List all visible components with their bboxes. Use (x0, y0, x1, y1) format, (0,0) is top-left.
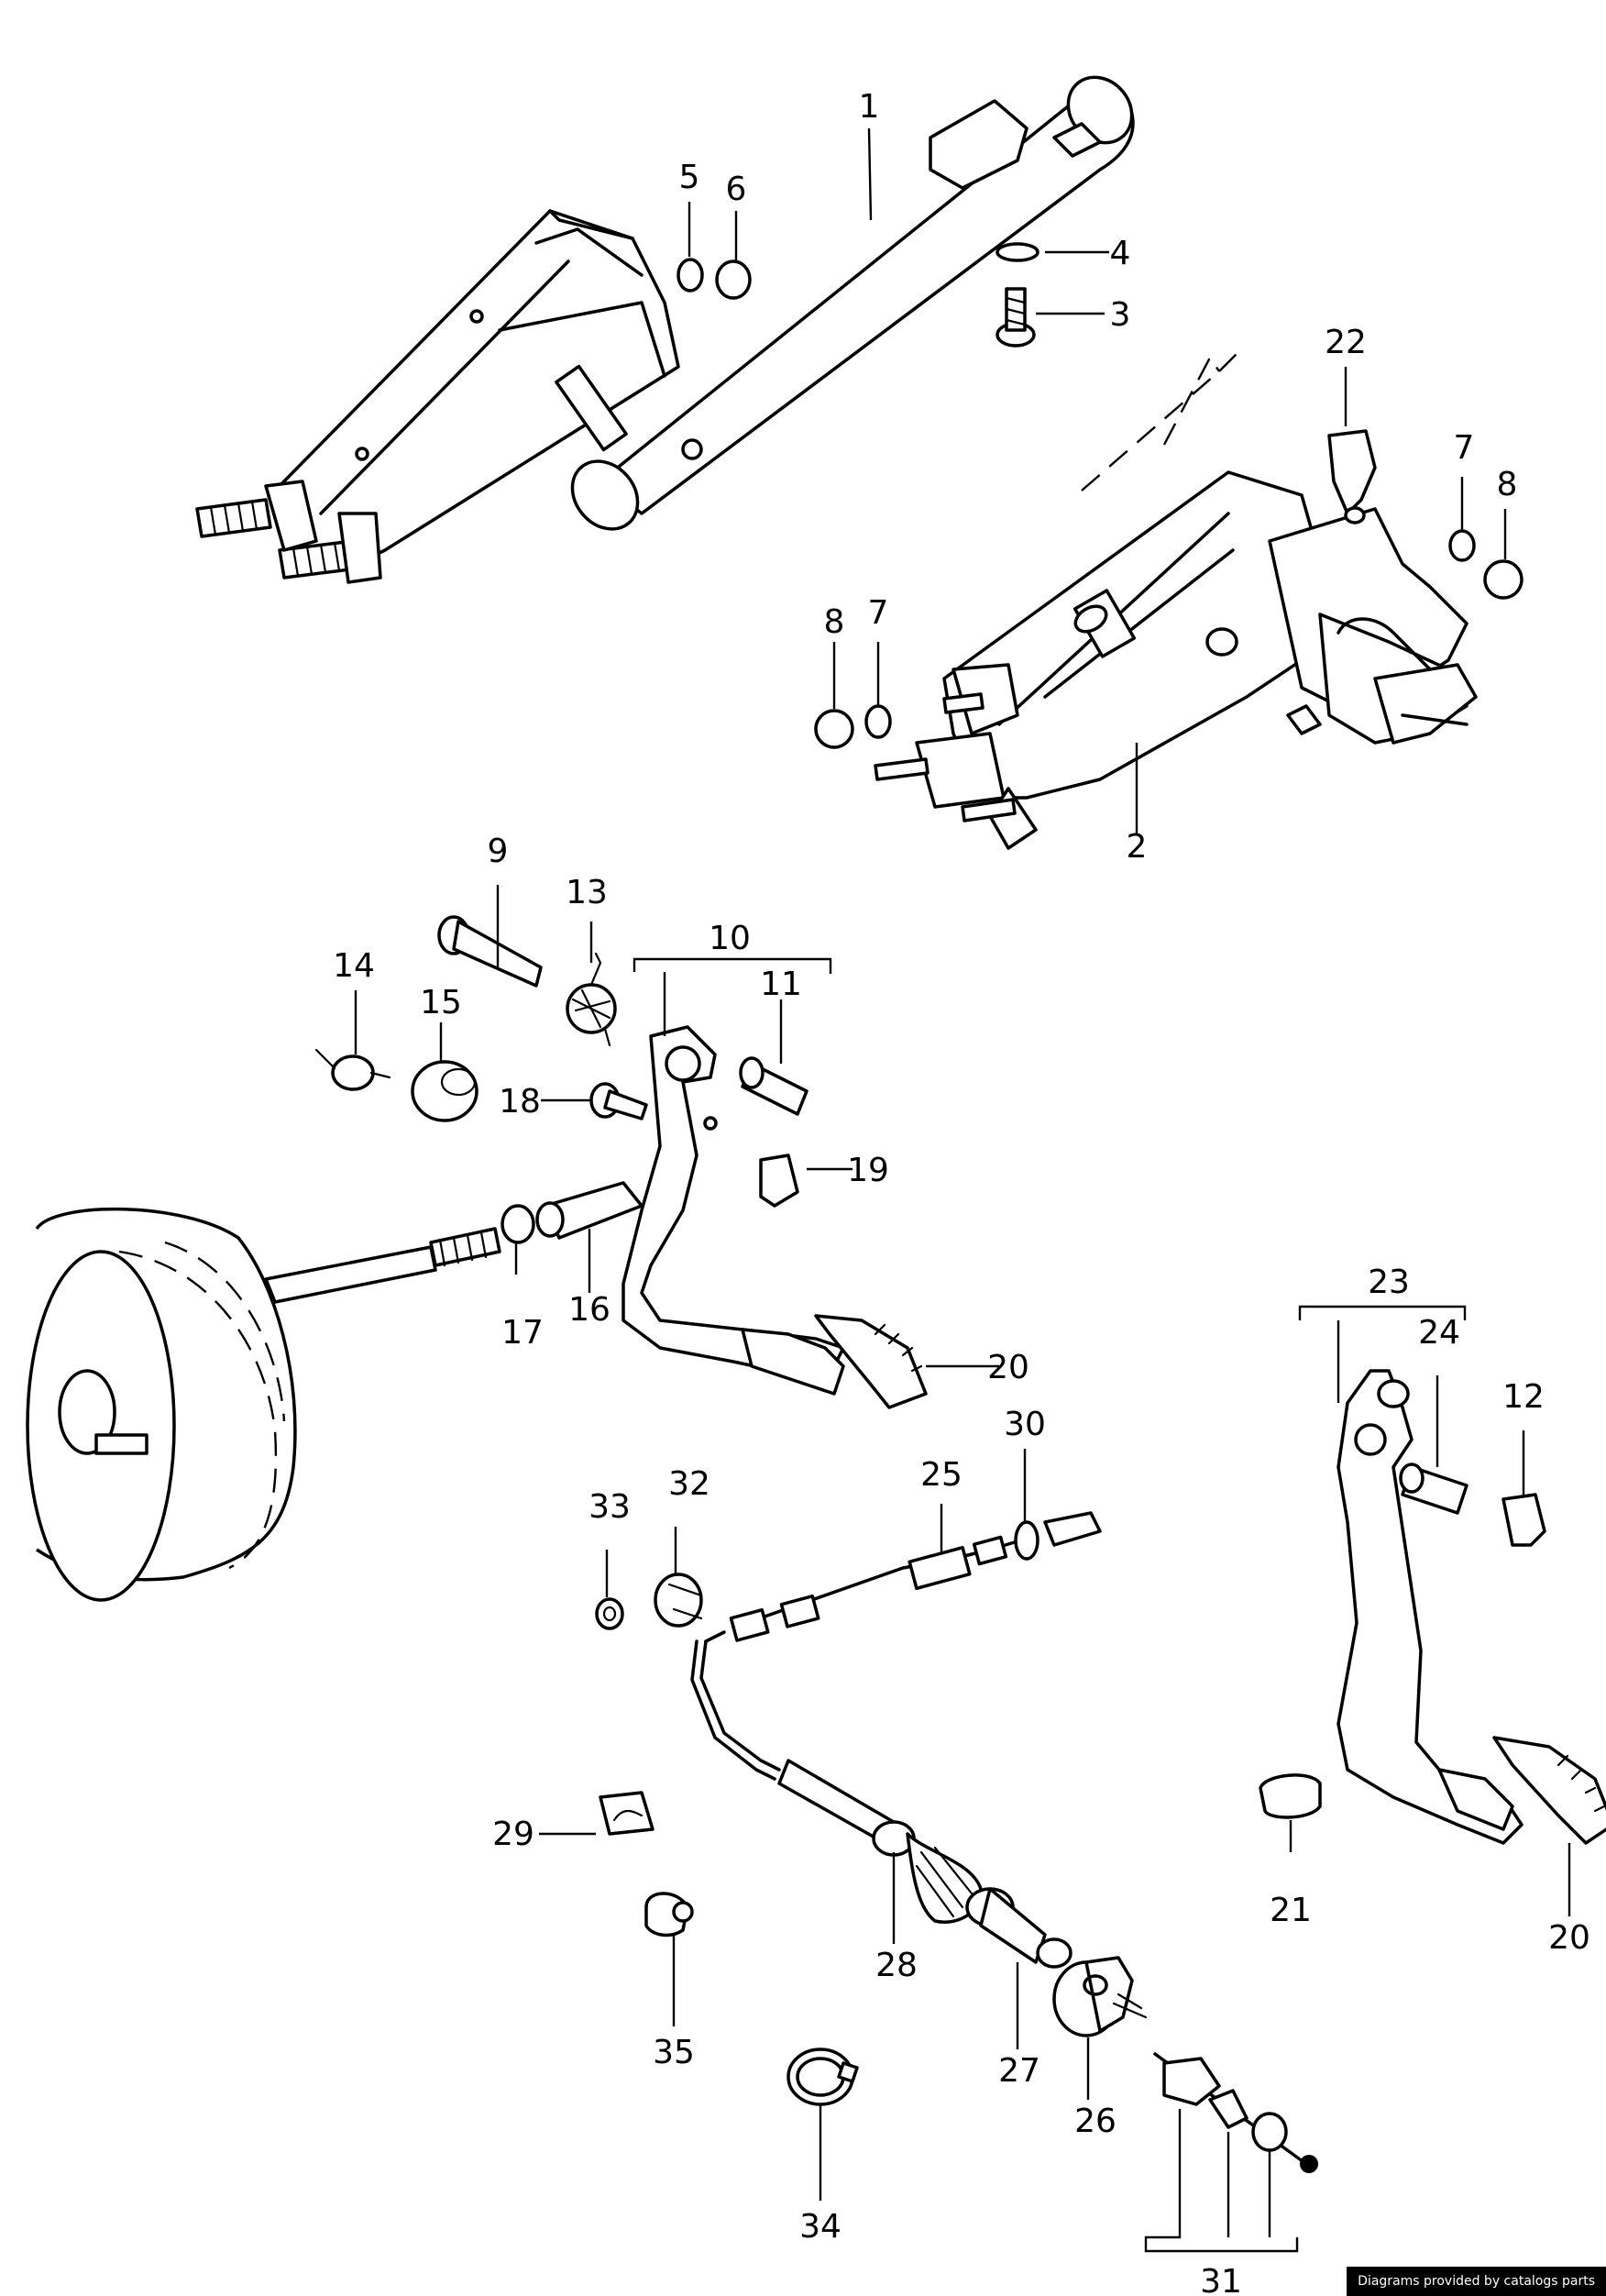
bushing-32 (654, 1573, 703, 1628)
callout-17: 17 (501, 1314, 544, 1352)
callout-labels: 1 2 3 4 5 6 7 7 8 8 9 10 11 12 13 14 15 … (333, 88, 1590, 2296)
callout-27: 27 (998, 2052, 1040, 2090)
callout-11: 11 (760, 966, 802, 1003)
pedal-pad-20-lower (1492, 1736, 1606, 1845)
callout-1: 1 (859, 88, 880, 126)
clutch-cable-25 (690, 1511, 1102, 1781)
brake-pedal-10 (622, 1025, 845, 1396)
callout-10: 10 (709, 920, 751, 957)
callout-23: 23 (1368, 1264, 1410, 1301)
nut-6 (715, 259, 752, 300)
clip-22 (1327, 429, 1377, 524)
washer-7-right (1448, 529, 1476, 562)
bumper-21 (1259, 1773, 1322, 1819)
callout-35: 35 (653, 2034, 695, 2071)
callout-34: 34 (799, 2208, 842, 2246)
callout-7-left: 7 (868, 594, 889, 632)
callout-15: 15 (420, 984, 462, 1021)
stud-2-b (874, 757, 930, 781)
pedal-bracket-assembly-upper (195, 75, 1135, 584)
bracket-26 (1052, 1956, 1148, 2037)
stud-2-c (961, 798, 1017, 822)
pedal-bracket-assembly-lower (874, 352, 1478, 850)
callout-3: 3 (1110, 296, 1131, 334)
callout-2: 2 (1127, 828, 1148, 866)
callout-16: 16 (568, 1291, 610, 1329)
callout-21: 21 (1270, 1892, 1312, 1929)
callout-29: 29 (492, 1816, 534, 1853)
clip-19 (759, 1154, 799, 1208)
callout-6: 6 (726, 171, 747, 208)
washer-5 (676, 258, 704, 293)
callout-5: 5 (679, 159, 700, 196)
nut-17 (500, 1204, 535, 1244)
leader-lines (354, 127, 1571, 2253)
callout-12: 12 (1502, 1378, 1545, 1416)
callout-8-left: 8 (824, 603, 845, 641)
callout-19: 19 (847, 1152, 889, 1189)
callout-9: 9 (488, 833, 509, 870)
callout-26: 26 (1074, 2103, 1116, 2140)
callout-20-upper: 20 (987, 1349, 1029, 1386)
clip-35 (644, 1892, 694, 1937)
nut-8-right (1483, 559, 1524, 600)
callout-28: 28 (875, 1947, 918, 1984)
bushing-11 (739, 1056, 808, 1116)
callout-32: 32 (668, 1465, 710, 1503)
bushing-15 (411, 1060, 478, 1122)
callout-18: 18 (499, 1083, 541, 1120)
clip-12 (1502, 1493, 1546, 1547)
washer-7-left (864, 704, 892, 739)
hose-clamp-34 (786, 2048, 859, 2106)
washer-33 (595, 1597, 624, 1630)
pin-18 (589, 1082, 648, 1120)
bolt-9 (437, 915, 543, 988)
pedal-pad-20-upper (814, 1314, 928, 1409)
callout-14: 14 (333, 947, 375, 985)
clutch-pedal-23 (1336, 1369, 1524, 1845)
callout-31: 31 (1200, 2263, 1242, 2296)
credit-banner: Diagrams provided by catalogs parts (1347, 2267, 1606, 2296)
adjuster-set-31 (1153, 2052, 1318, 2173)
spring-14 (314, 1048, 391, 1091)
callout-8-right: 8 (1497, 466, 1518, 503)
callout-22: 22 (1325, 324, 1367, 361)
grommet-28 (777, 1759, 983, 1924)
callout-20-lower: 20 (1548, 1919, 1590, 1957)
callout-33: 33 (588, 1488, 631, 1526)
nut-8-left (814, 709, 854, 749)
brake-booster (26, 1207, 501, 1602)
callout-25: 25 (920, 1456, 962, 1494)
callout-7-right: 7 (1454, 429, 1475, 467)
clamp-29 (599, 1791, 654, 1836)
sleeve-27 (965, 1887, 1072, 1969)
callout-4: 4 (1110, 235, 1131, 272)
screw-3 (996, 287, 1036, 348)
washer-4 (996, 242, 1040, 262)
spring-13 (566, 952, 617, 1047)
callout-13: 13 (566, 874, 608, 911)
stud-2-a (942, 692, 984, 714)
callout-30: 30 (1004, 1406, 1046, 1443)
callout-24: 24 (1418, 1314, 1460, 1352)
bushing-24 (1399, 1463, 1468, 1515)
stud-left-upper (195, 498, 272, 538)
